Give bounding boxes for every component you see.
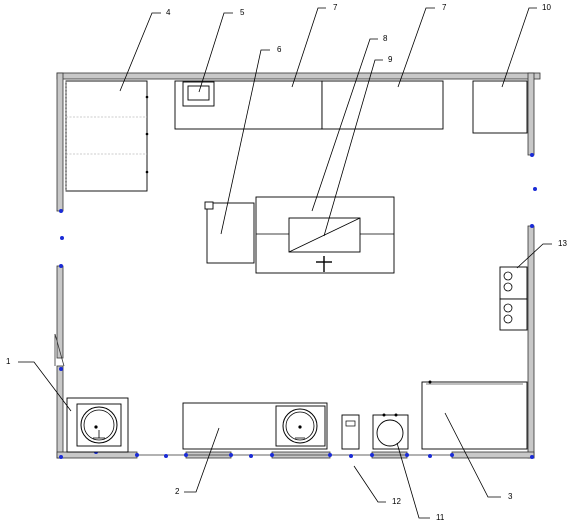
label-2: 2 [175,487,180,496]
node-marker [450,453,454,457]
node-marker [530,455,534,459]
node-marker [349,454,353,458]
node-marker [249,454,253,458]
top-wall [56,72,541,80]
node-marker [405,453,409,457]
leader-9 [323,59,383,237]
unit-2-counter [182,402,328,450]
unit-13-bottom [499,298,528,331]
label-9: 9 [388,55,393,64]
unit-11-knob [382,413,386,417]
node-marker [60,236,64,240]
unit-3-knob [428,380,432,384]
storage-rack-body [65,80,148,192]
sink-drain [94,425,98,429]
unit-11-drum [376,419,404,447]
callout-labels: 1 2 3 4 5 6 7 7 8 9 10 11 12 13 [6,3,567,522]
label-7b: 7 [442,3,447,12]
label-13: 13 [558,239,567,248]
sink-bowl-inner [83,409,115,441]
node-marker [135,453,139,457]
leader-12 [353,465,386,503]
node-marker [533,187,537,191]
node-marker [59,455,63,459]
label-1: 1 [6,357,11,366]
unit-10 [472,80,528,134]
node-marker [370,453,374,457]
appliance-5-screen [187,85,210,101]
node-marker [59,264,63,268]
label-5: 5 [240,8,245,17]
node-marker [530,224,534,228]
label-12: 12 [392,497,401,506]
leader-13 [516,243,552,269]
leader-10 [501,7,537,88]
leader-5 [198,12,233,93]
leader-8 [311,38,378,212]
unit-11 [372,413,409,450]
door-leaf [54,333,65,367]
label-3: 3 [508,492,513,501]
node-marker [530,153,534,157]
leader-1 [18,361,72,412]
unit-12-body [341,414,360,450]
leader-6 [220,49,270,235]
node-marker [164,454,168,458]
unit-12-panel [345,420,356,427]
node-marker [270,453,274,457]
right-wall-lower [527,225,535,459]
central-island [255,196,395,274]
label-7a: 7 [333,3,338,12]
unit-11-knob [394,413,398,417]
burner-icon [503,314,513,324]
bottom-wall-seg-5 [451,451,535,459]
leader-2 [184,427,220,493]
unit-6-handle [204,201,214,210]
node-marker [184,453,188,457]
node-marker [59,367,63,371]
label-10: 10 [542,3,551,12]
sink-bowl-outer [80,406,118,444]
unit-3-body [421,381,528,450]
burner-icon [503,303,513,313]
rack-pin [145,170,149,174]
label-6: 6 [277,45,282,54]
leader-7a [291,7,326,88]
node-marker [59,209,63,213]
unit-6-body [206,202,255,264]
left-wall-lower [56,365,64,459]
leader-3 [444,412,501,498]
burner-icon [503,271,513,281]
unit-12 [341,414,360,450]
unit-6 [204,201,255,264]
unit-13 [499,266,528,331]
leader-11 [396,442,430,519]
node-marker [428,454,432,458]
label-11: 11 [436,513,445,522]
leader-lines [18,7,552,519]
right-wall-upper [527,72,535,156]
node-marker [328,453,332,457]
leader-7b [397,7,435,88]
rack-pin [145,132,149,136]
burner-icon [503,282,513,292]
counter-2-drain [298,425,302,429]
unit-3 [421,380,528,450]
label-8: 8 [383,34,388,43]
storage-rack [65,80,149,192]
counter-2-sink-inner [285,411,315,441]
node-marker [229,453,233,457]
leader-4 [119,12,161,92]
rack-pin [145,95,149,99]
label-4: 4 [166,8,171,17]
top-counters [174,80,444,130]
counter-right [321,80,444,130]
unit-13-top [499,266,528,300]
left-wall-upper [56,72,64,212]
unit-1-sink [66,397,129,453]
